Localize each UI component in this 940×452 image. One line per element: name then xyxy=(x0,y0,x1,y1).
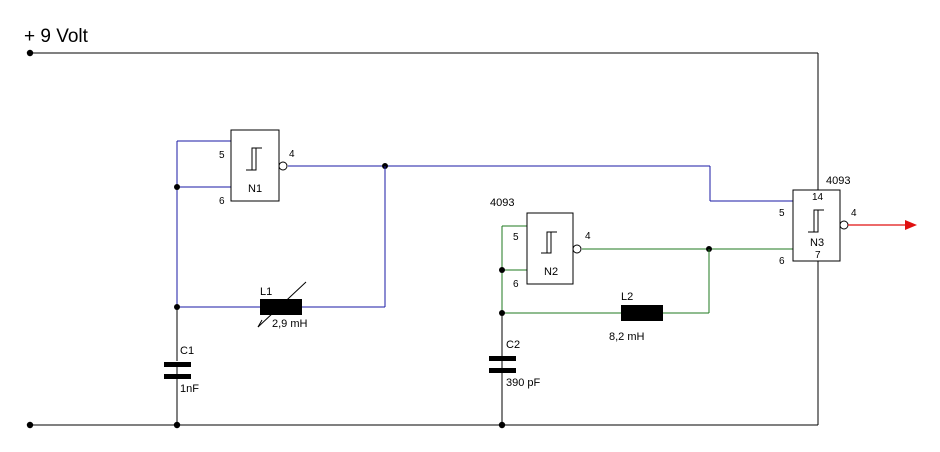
n3-label: N3 xyxy=(810,237,824,249)
n2-label: N2 xyxy=(544,266,558,278)
supply-rail xyxy=(26,49,819,190)
gate-n2: 4093 5 6 4 N2 xyxy=(490,197,591,290)
c2-value: 390 pF xyxy=(506,377,541,389)
n3-chip-label: 4093 xyxy=(826,175,850,187)
n2-chip-label: 4093 xyxy=(490,197,514,209)
gate-n1: 5 6 4 N1 xyxy=(219,129,295,207)
l2-value: 8,2 mH xyxy=(609,331,645,343)
ground-rail xyxy=(26,261,819,429)
n3-pin-6: 6 xyxy=(779,256,785,267)
n1-pin-4: 4 xyxy=(289,149,295,160)
gate-n3: 4093 14 5 6 4 7 N3 xyxy=(779,175,857,267)
n1-label: N1 xyxy=(248,183,262,195)
oscillator-2-wiring xyxy=(499,225,793,316)
supply-voltage-label: + 9 Volt xyxy=(24,26,89,47)
capacitor-c1: C1 1nF xyxy=(164,345,199,395)
n3-pin-5: 5 xyxy=(779,208,785,219)
inductor-l1: L1 2,9 mH xyxy=(257,281,308,330)
c1-ref: C1 xyxy=(180,345,194,357)
n2-pin-5: 5 xyxy=(513,232,519,243)
n1-pin-6: 6 xyxy=(219,196,225,207)
c2-ref: C2 xyxy=(506,339,520,351)
n3-pin-7: 7 xyxy=(815,250,821,261)
c1-value: 1nF xyxy=(180,383,199,395)
l1-ref: L1 xyxy=(260,286,272,298)
capacitor-c2: C2 390 pF xyxy=(489,339,541,389)
l1-value: 2,9 mH xyxy=(272,318,308,330)
output-arrow xyxy=(848,220,917,230)
l2-ref: L2 xyxy=(621,291,633,303)
n1-pin-5: 5 xyxy=(219,150,225,161)
n3-pin-14: 14 xyxy=(812,192,824,203)
n2-pin-6: 6 xyxy=(513,279,519,290)
n2-pin-4: 4 xyxy=(585,231,591,242)
inductor-l2: L2 8,2 mH xyxy=(609,291,663,343)
n3-pin-4: 4 xyxy=(851,208,857,219)
